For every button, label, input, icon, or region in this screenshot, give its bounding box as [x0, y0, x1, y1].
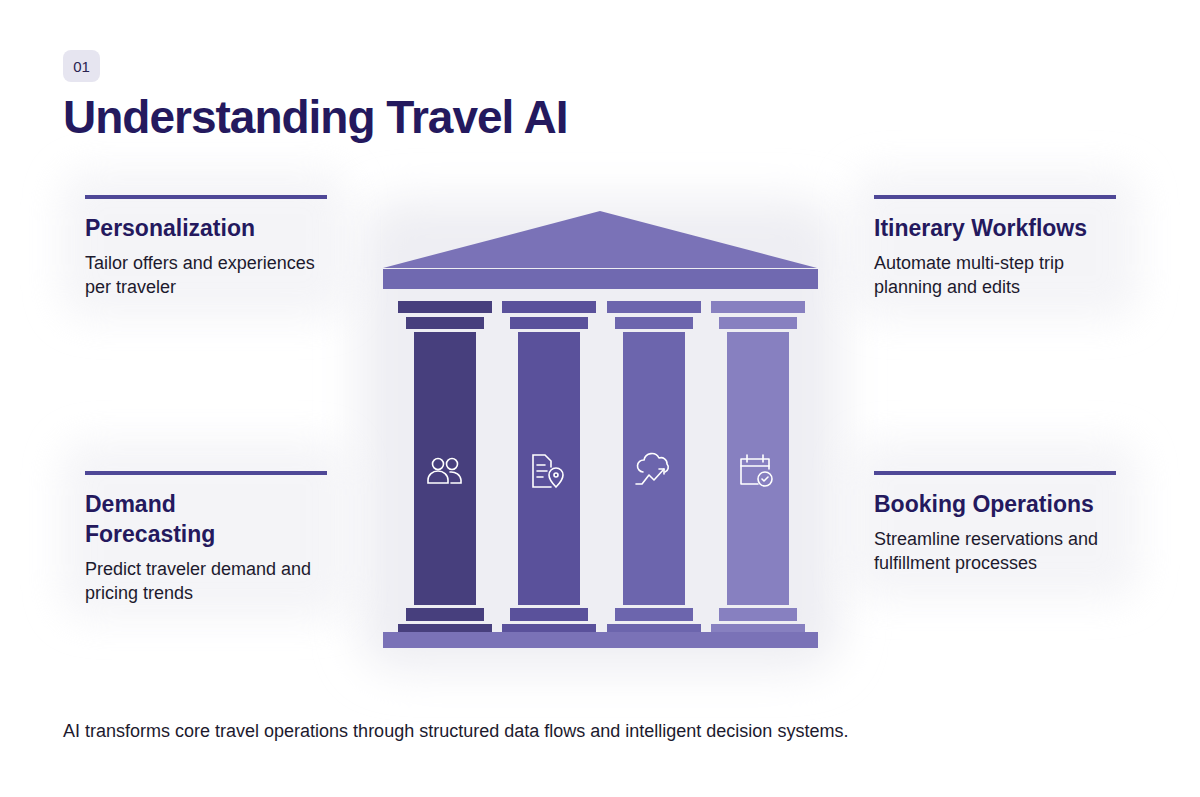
calendar-check-icon	[741, 455, 772, 486]
column	[398, 301, 492, 636]
column	[711, 301, 805, 636]
column	[607, 301, 701, 636]
pillar-card: PersonalizationTailor offers and experie…	[85, 195, 327, 299]
pillar-heading: Itinerary Workflows	[874, 213, 1116, 243]
pillar-card: Booking OperationsStreamline reservation…	[874, 471, 1116, 575]
pillar-description: Predict traveler demand and pricing tren…	[85, 557, 315, 605]
slide-caption: AI transforms core travel operations thr…	[63, 721, 848, 742]
temple-base	[383, 632, 818, 648]
pillar-card: Itinerary WorkflowsAutomate multi-step t…	[874, 195, 1116, 299]
people-icon	[428, 459, 461, 484]
temple-entablature	[383, 269, 818, 289]
cloud-trend-icon	[636, 454, 668, 484]
document-pin-icon	[533, 455, 563, 487]
pillar-description: Tailor offers and experiences per travel…	[85, 251, 315, 299]
pillar-card: Demand ForecastingPredict traveler deman…	[85, 471, 327, 605]
step-number: 01	[73, 58, 90, 75]
step-badge: 01	[63, 50, 100, 82]
pillar-description: Automate multi-step trip planning and ed…	[874, 251, 1104, 299]
pillar-heading: Personalization	[85, 213, 327, 243]
pillar-heading: Booking Operations	[874, 489, 1116, 519]
temple-roof	[383, 211, 817, 268]
slide-title: Understanding Travel AI	[63, 90, 567, 144]
pillar-description: Streamline reservations and fulfillment …	[874, 527, 1104, 575]
column	[502, 301, 596, 636]
soft-glow	[60, 170, 1140, 670]
pillar-heading: Demand Forecasting	[85, 489, 255, 549]
